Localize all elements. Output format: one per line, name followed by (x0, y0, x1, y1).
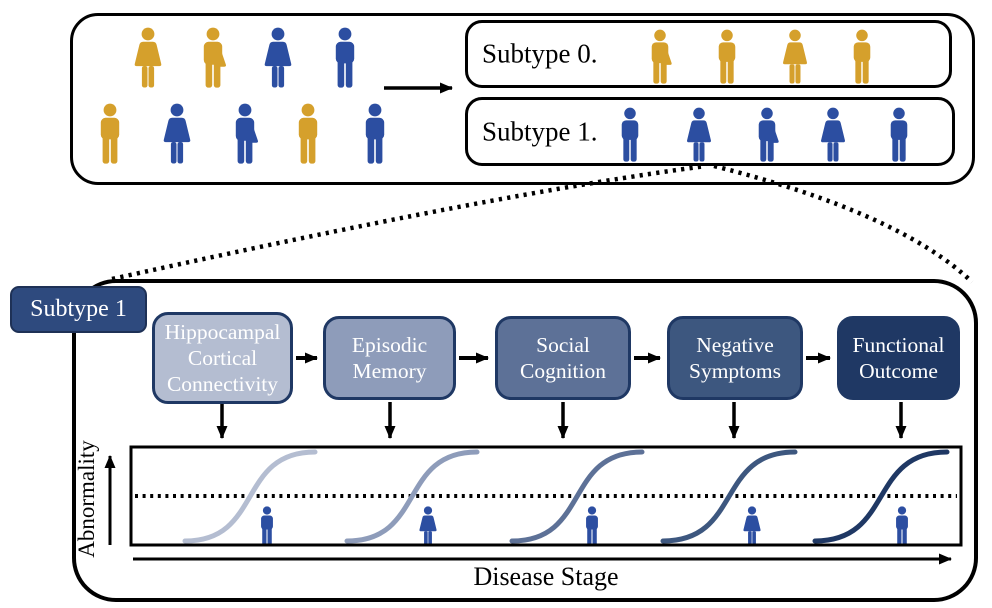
person-icon (225, 103, 265, 165)
person-icon (415, 506, 441, 546)
man-icon (844, 29, 880, 85)
y-axis-label: Abnormality (74, 440, 99, 558)
man-icon (709, 29, 745, 85)
person-icon (225, 103, 265, 165)
person-icon (193, 27, 233, 89)
subtype1-badge: Subtype 1 (10, 286, 147, 333)
person-icon (288, 103, 328, 165)
man-icon (254, 506, 280, 546)
subtype1-label: Subtype 1. (482, 116, 598, 146)
woman-icon (415, 506, 441, 546)
stage-box-social-cognition: Social Cognition (495, 316, 631, 400)
stage-box-hippocampal-cortical-connectivity: Hippocampal Cortical Connectivity (152, 312, 293, 404)
person-icon (642, 29, 678, 85)
person-icon (128, 27, 168, 89)
woman-icon (258, 27, 298, 89)
stage-label: Social Cognition (519, 332, 606, 383)
person-icon (749, 107, 785, 163)
stage-label: Functional Outcome (852, 332, 945, 383)
person-icon (90, 103, 130, 165)
woman-icon (681, 107, 717, 163)
person-icon (709, 29, 745, 85)
man-icon (889, 506, 915, 546)
person-icon (844, 29, 880, 85)
stage-box-episodic-memory: Episodic Memory (323, 316, 456, 400)
man-icon (288, 103, 328, 165)
subtype0-box: Subtype 0. (465, 20, 952, 88)
person-icon (642, 29, 678, 85)
stage-label: Negative Symptoms (689, 332, 781, 383)
subtype1-box: Subtype 1. (465, 97, 955, 166)
person-icon (325, 27, 365, 89)
man-icon (325, 27, 365, 89)
person-icon (681, 107, 717, 163)
person-icon (258, 27, 298, 89)
woman-icon (128, 27, 168, 89)
person-icon (881, 107, 917, 163)
woman-icon (777, 29, 813, 85)
man-icon (355, 103, 395, 165)
stage-box-functional-outcome: Functional Outcome (837, 316, 960, 400)
subtype1-badge-label: Subtype 1 (30, 296, 127, 322)
man-icon (90, 103, 130, 165)
person-icon (355, 103, 395, 165)
man-icon (881, 107, 917, 163)
woman-icon (157, 103, 197, 165)
subtype0-label: Subtype 0. (482, 38, 598, 69)
person-icon (612, 107, 648, 163)
stage-label: Episodic Memory (351, 332, 428, 383)
person-icon (254, 506, 280, 546)
person-icon (749, 107, 785, 163)
person-icon (815, 107, 851, 163)
man-icon (579, 506, 605, 546)
stage-label: Hippocampal Cortical Connectivity (164, 319, 281, 397)
person-icon (889, 506, 915, 546)
person-icon (579, 506, 605, 546)
stage-box-negative-symptoms: Negative Symptoms (667, 316, 803, 400)
woman-icon (739, 506, 765, 546)
man-icon (612, 107, 648, 163)
person-icon (777, 29, 813, 85)
x-axis-label: Disease Stage (473, 562, 619, 591)
person-icon (739, 506, 765, 546)
person-icon (157, 103, 197, 165)
person-icon (193, 27, 233, 89)
woman-icon (815, 107, 851, 163)
